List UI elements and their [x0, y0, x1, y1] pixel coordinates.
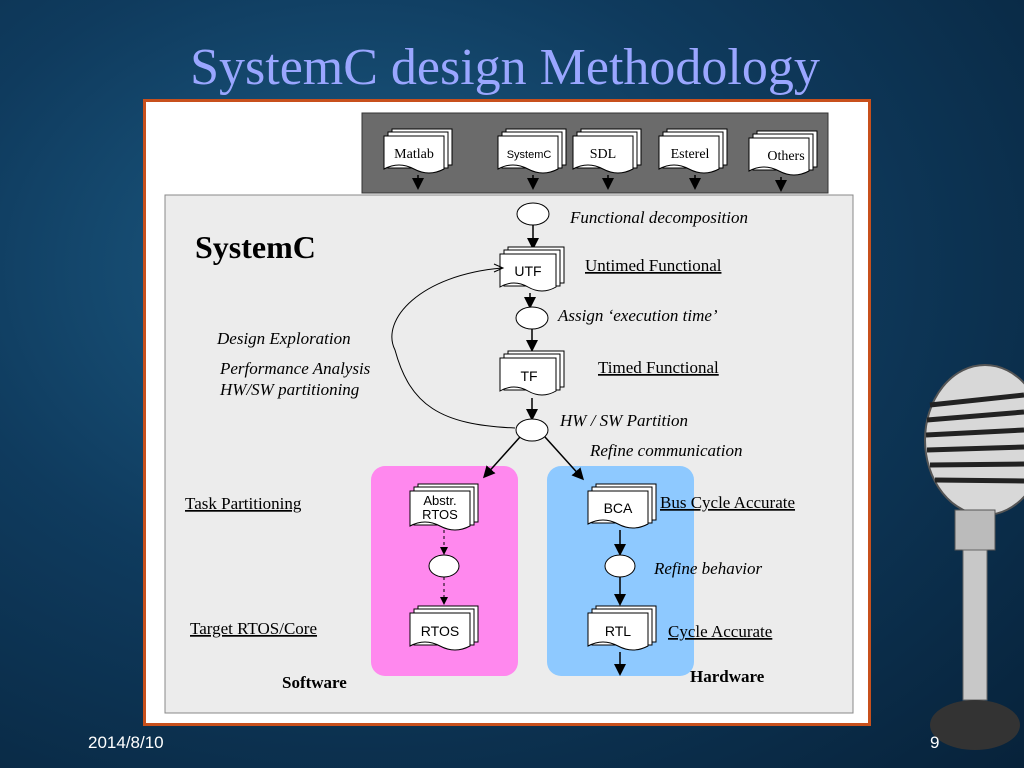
functional-decomposition-node: [516, 202, 550, 226]
bus-cycle-accurate-label: Bus Cycle Accurate: [660, 493, 795, 512]
assign-time-node: [515, 306, 549, 330]
input-label: SystemC: [507, 149, 552, 161]
hw-sw-partition-node: [515, 418, 549, 442]
hardware-label: Hardware: [690, 667, 765, 686]
input-label: SDL: [590, 147, 616, 162]
rtos-doc-label: RTOS: [421, 623, 459, 639]
hw-sw-partition-label: HW / SW Partition: [559, 411, 688, 430]
input-doc-sdl: SDL: [572, 128, 642, 174]
functional-decomposition-label: Functional decomposition: [569, 208, 748, 227]
design-exploration-loop: [391, 267, 516, 429]
input-doc-esterel: Esterel: [658, 128, 728, 174]
abstr-rtos-label-line2: RTOS: [422, 507, 458, 522]
refine-behavior-label: Refine behavior: [653, 559, 762, 578]
design-exploration-label: Design Exploration: [216, 329, 351, 348]
untimed-functional-label: Untimed Functional: [585, 256, 722, 275]
input-doc-others: Others: [748, 130, 818, 176]
bca-doc-label: BCA: [604, 500, 633, 516]
page-number: 9: [930, 733, 940, 752]
input-doc-systemc: SystemC: [497, 128, 567, 174]
systemc-heading: SystemC: [195, 229, 316, 265]
utf-doc: UTF: [499, 246, 565, 292]
cycle-accurate-label: Cycle Accurate: [668, 622, 772, 641]
abstr-rtos-doc: Abstr. RTOS: [409, 483, 479, 531]
input-label: Matlab: [394, 147, 434, 162]
slide-title: SystemC design Methodology: [190, 39, 820, 96]
software-refine-node: [428, 554, 460, 578]
refine-communication-label: Refine communication: [589, 441, 743, 460]
software-label: Software: [282, 673, 347, 692]
performance-analysis-label: Performance Analysis: [219, 359, 371, 378]
hardware-refine-node: [604, 554, 636, 578]
microphone-icon: [924, 364, 1024, 750]
input-doc-matlab: Matlab: [383, 128, 453, 174]
timed-functional-label: Timed Functional: [598, 358, 719, 377]
footer-date: 2014/8/10: [88, 733, 164, 752]
rtl-doc: RTL: [587, 605, 657, 651]
tf-doc-label: TF: [520, 368, 537, 384]
task-partitioning-label: Task Partitioning: [185, 494, 302, 513]
rtos-doc: RTOS: [409, 605, 479, 651]
abstr-rtos-label-line1: Abstr.: [423, 493, 456, 508]
input-arrows: [412, 175, 787, 192]
target-rtos-core-label: Target RTOS/Core: [190, 619, 317, 638]
assign-execution-time-label: Assign ‘execution time’: [557, 306, 718, 325]
hw-sw-partitioning-label: HW/SW partitioning: [219, 380, 359, 399]
bca-doc: BCA: [587, 483, 657, 529]
input-label: Esterel: [671, 147, 710, 162]
rtl-doc-label: RTL: [605, 623, 631, 639]
tf-doc: TF: [499, 350, 565, 396]
input-label: Others: [767, 149, 804, 164]
utf-doc-label: UTF: [514, 263, 541, 279]
